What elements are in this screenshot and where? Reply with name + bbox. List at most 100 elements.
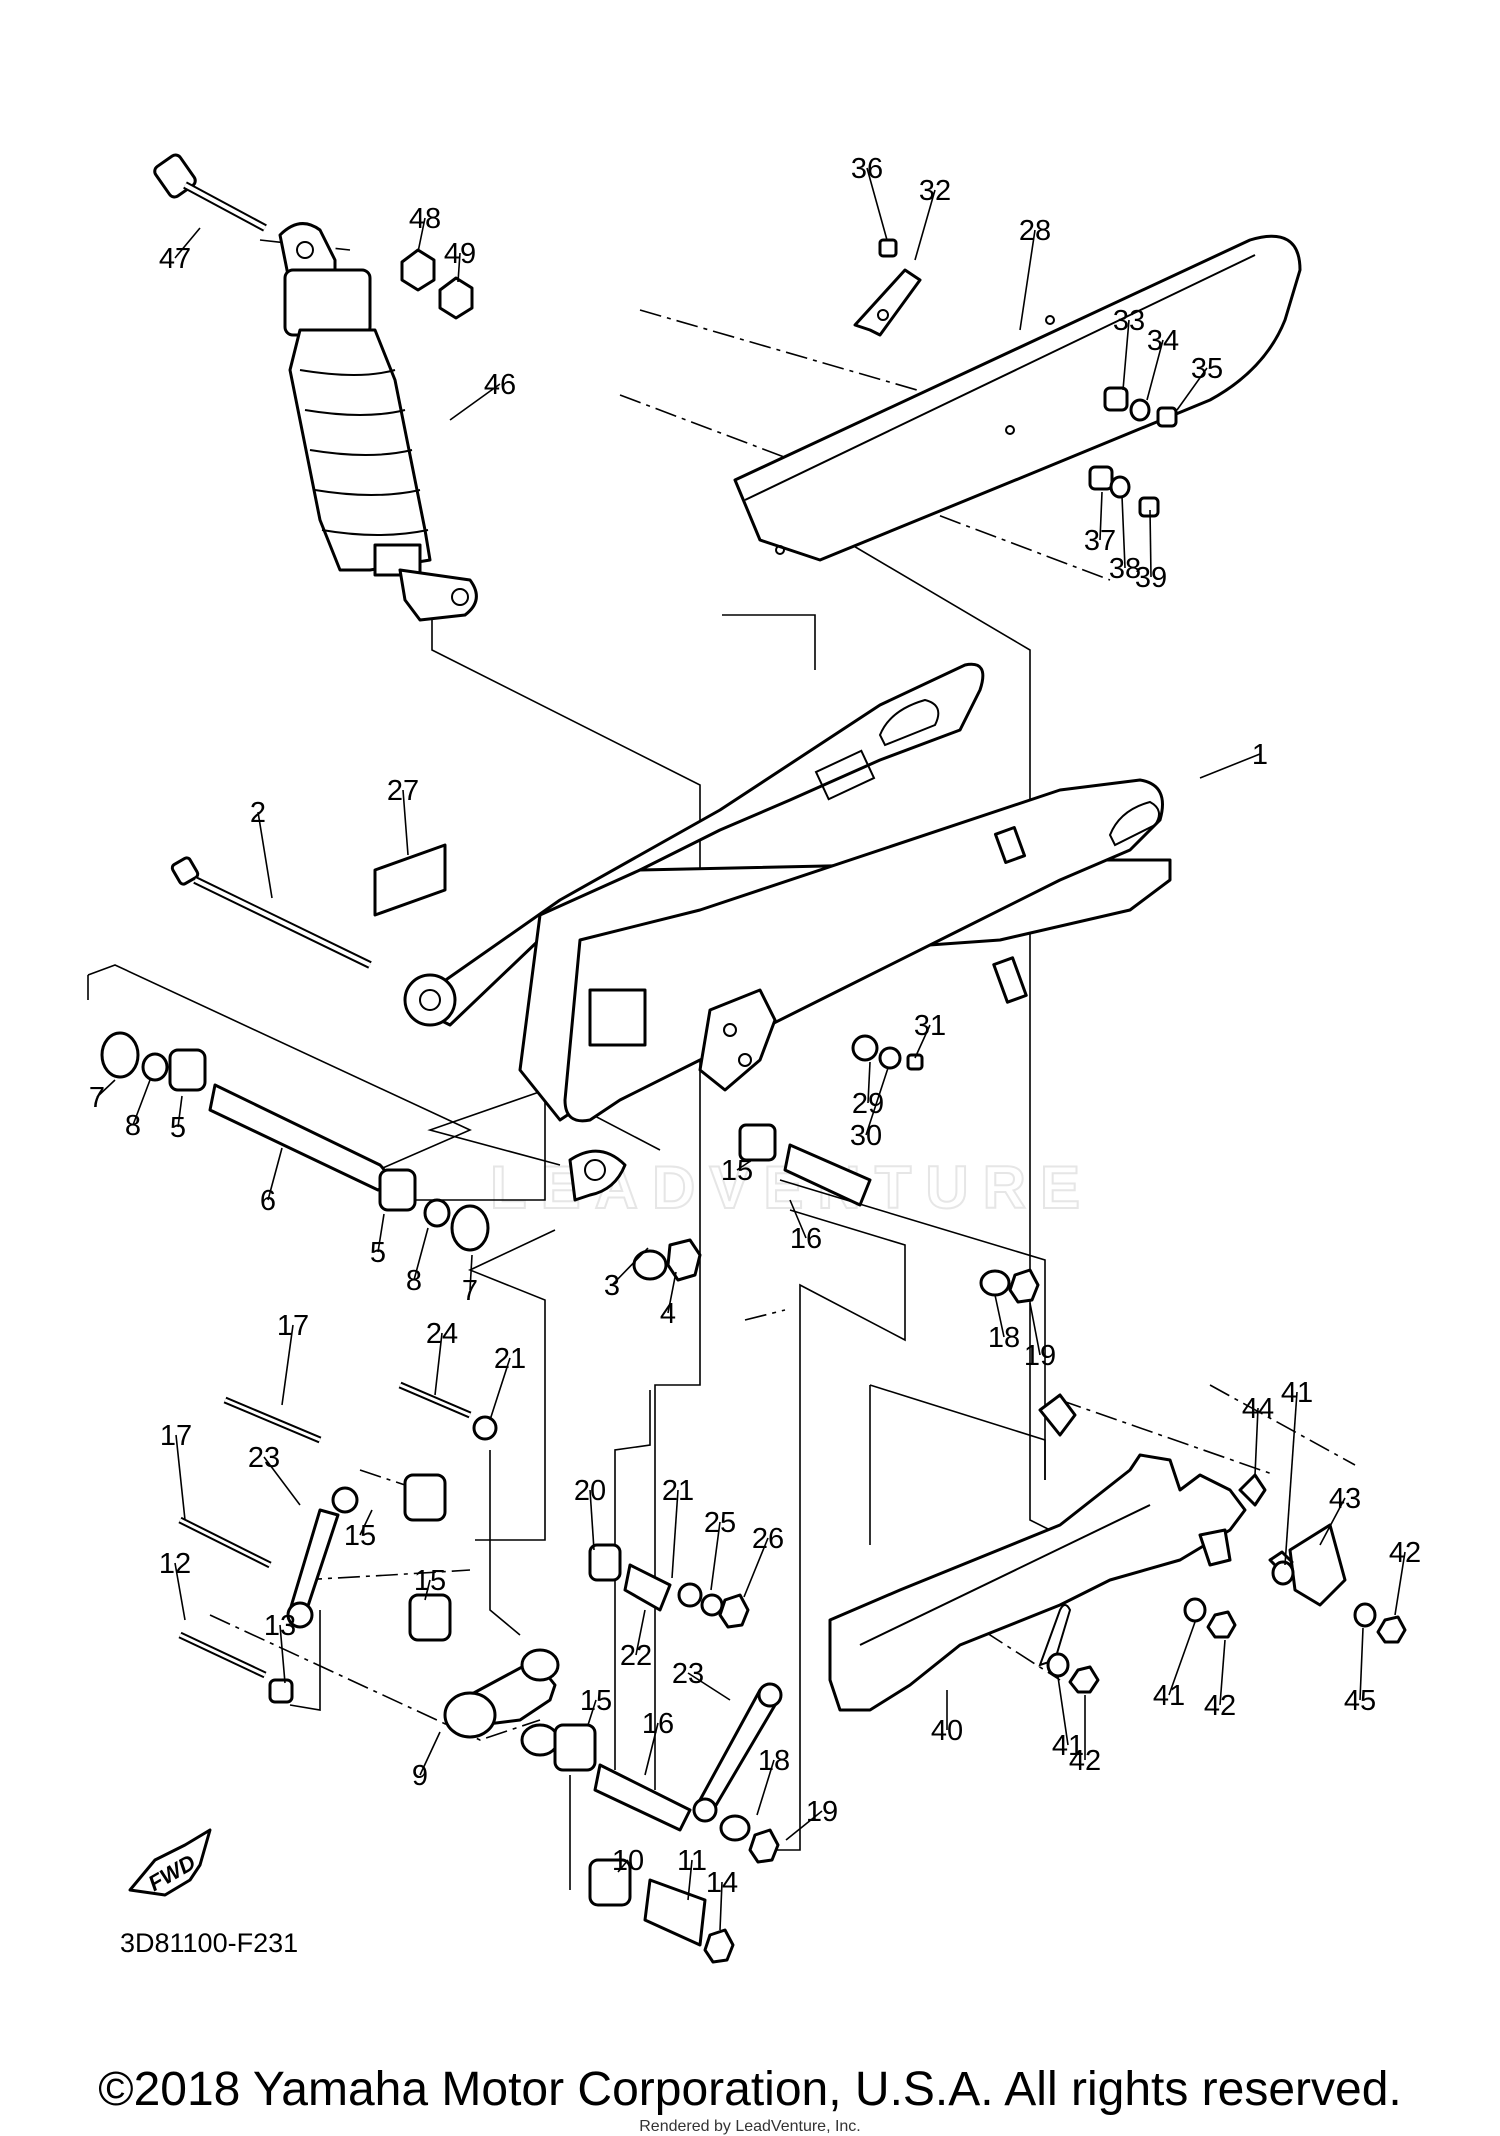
- callout-19: 19: [1024, 1340, 1056, 1372]
- callout-7: 7: [462, 1275, 478, 1307]
- callout-15: 15: [414, 1565, 446, 1597]
- callout-leader: [587, 1699, 597, 1726]
- callout-8: 8: [125, 1110, 141, 1142]
- callout-10: 10: [612, 1845, 644, 1877]
- callout-21: 21: [494, 1343, 526, 1375]
- callout-25: 25: [704, 1507, 736, 1539]
- callout-48: 48: [409, 203, 441, 235]
- callout-leader: [687, 1859, 693, 1901]
- callout-19: 19: [806, 1796, 838, 1828]
- callout-leader: [1146, 339, 1164, 401]
- callout-leader: [96, 1079, 116, 1098]
- callout-23: 23: [672, 1658, 704, 1690]
- callout-2: 2: [250, 797, 266, 829]
- pivot-shaft-2: [170, 856, 372, 969]
- callout-21: 21: [662, 1475, 694, 1507]
- callout-3: 3: [604, 1270, 620, 1302]
- diagram-code: 3D81100-F231: [120, 1928, 298, 1958]
- chain-case: [828, 1393, 1267, 1712]
- callout-leader: [589, 1489, 595, 1551]
- callout-leader: [1149, 509, 1152, 578]
- callout-18: 18: [988, 1322, 1020, 1354]
- callout-41: 41: [1281, 1377, 1313, 1409]
- callout-leader: [377, 1213, 385, 1253]
- callout-leader: [667, 1271, 677, 1314]
- swingarm: [403, 662, 1172, 1202]
- callout-leader: [644, 1722, 659, 1776]
- callout-leader: [635, 1609, 646, 1656]
- callout-leader: [267, 1147, 283, 1201]
- callout-35: 35: [1191, 353, 1223, 385]
- callout-37: 37: [1084, 525, 1116, 557]
- callout-6: 6: [260, 1185, 276, 1217]
- callout-8: 8: [406, 1265, 422, 1297]
- callout-leader: [687, 1672, 731, 1701]
- swingarm-label-27: [373, 843, 447, 917]
- callout-leader: [177, 1095, 183, 1128]
- callout-20: 20: [574, 1475, 606, 1507]
- callout-13: 13: [264, 1610, 296, 1642]
- callout-leader: [489, 1357, 511, 1421]
- callout-1: 1: [1252, 739, 1268, 771]
- callout-leader: [1319, 1497, 1346, 1546]
- rendered-by-note: Rendered by LeadVenture, Inc.: [639, 2118, 861, 2135]
- callout-17: 17: [277, 1310, 309, 1342]
- callout-43: 43: [1329, 1483, 1361, 1515]
- callout-45: 45: [1344, 1685, 1376, 1717]
- callout-leader: [1219, 1639, 1226, 1706]
- callout-leader: [866, 167, 888, 241]
- callout-leader: [132, 1079, 151, 1126]
- callout-44: 44: [1242, 1393, 1274, 1425]
- callout-leader: [1122, 319, 1130, 391]
- callout-leader: [424, 1579, 431, 1601]
- callout-28: 28: [1019, 215, 1051, 247]
- chain-case-fasteners: [1046, 1560, 1407, 1694]
- callout-leader: [867, 1061, 871, 1104]
- chain-guard-bracket: [853, 268, 922, 337]
- callout-leader: [1029, 1302, 1041, 1356]
- callout-15: 15: [721, 1155, 753, 1187]
- callout-leader: [1168, 1621, 1196, 1696]
- callout-leader: [1359, 1627, 1364, 1701]
- callout-24: 24: [426, 1318, 458, 1350]
- callout-leader: [719, 1881, 723, 1931]
- callout-11: 11: [677, 1845, 707, 1877]
- callout-5: 5: [170, 1112, 186, 1144]
- callout-leader: [789, 1199, 807, 1239]
- callout-leader: [413, 1227, 429, 1281]
- callout-34: 34: [1147, 325, 1179, 357]
- callout-12: 12: [159, 1548, 191, 1580]
- callout-36: 36: [851, 153, 883, 185]
- callout-leader: [263, 1456, 301, 1506]
- callout-leader: [611, 1247, 649, 1286]
- callout-leader: [736, 1159, 753, 1171]
- callout-41: 41: [1153, 1680, 1185, 1712]
- callout-41: 41: [1052, 1730, 1084, 1762]
- callout-leader: [710, 1521, 721, 1591]
- callout-27: 27: [387, 775, 419, 807]
- callout-31: 31: [914, 1010, 946, 1042]
- callout-leader: [1394, 1551, 1406, 1616]
- callout-leader: [1199, 753, 1261, 779]
- callout-leader: [756, 1759, 775, 1816]
- callout-23: 23: [248, 1442, 280, 1474]
- callout-15: 15: [580, 1685, 612, 1717]
- callout-leader: [1176, 367, 1208, 411]
- callout-leader: [417, 217, 426, 253]
- callout-leader: [257, 811, 273, 899]
- callout-leader: [1254, 1407, 1259, 1476]
- pivot-bearings: [100, 1031, 702, 1282]
- callout-17: 17: [160, 1420, 192, 1452]
- callout-leader: [281, 1324, 294, 1406]
- callout-39: 39: [1135, 562, 1167, 594]
- callout-leader: [457, 252, 461, 283]
- shock-bolt: [153, 153, 267, 232]
- callout-4: 4: [660, 1298, 676, 1330]
- callout-9: 9: [412, 1760, 428, 1792]
- callout-16: 16: [642, 1708, 674, 1740]
- callout-leader: [174, 1562, 186, 1621]
- callout-26: 26: [752, 1523, 784, 1555]
- fwd-arrow: FWD: [128, 1828, 212, 1897]
